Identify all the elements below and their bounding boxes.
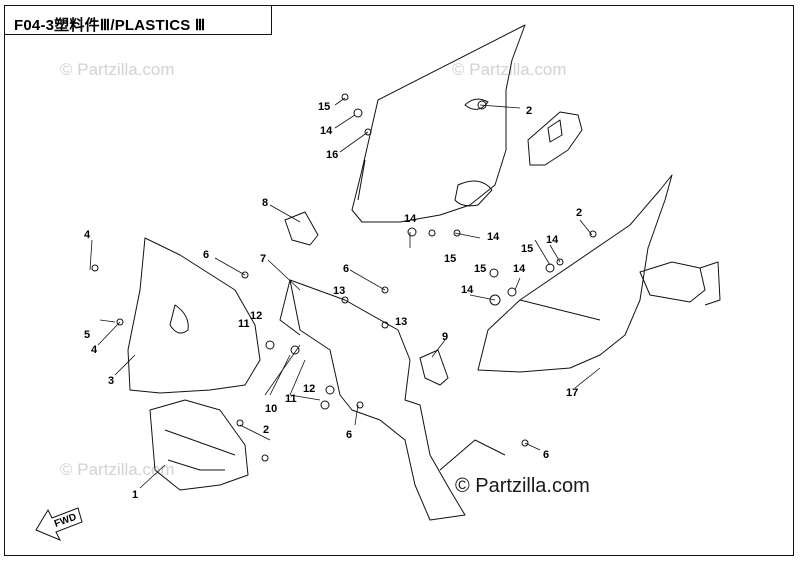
callout-17: 17 [566,387,578,399]
callout-15: 15 [474,263,486,275]
watermark-bottom-left: © Partzilla.com [60,460,175,479]
watermark-top-right: © Partzilla.com [452,60,567,79]
callout-6: 6 [203,249,209,261]
leader-lines [89,97,601,489]
callout-9: 9 [442,331,448,343]
center-column-foot [439,439,506,471]
callout-15: 15 [521,243,533,255]
panel-clip-2 [464,98,489,110]
right-bracket-arm [699,261,721,306]
callout-4: 4 [91,344,98,356]
title-box: F04-3塑料件Ⅲ/PLASTICS Ⅲ [4,5,272,35]
callout-8: 8 [262,197,268,209]
callout-4: 4 [84,229,91,241]
callout-15: 15 [444,253,456,265]
callout-1: 1 [132,489,138,501]
callout-2: 2 [526,105,532,117]
panel-upper-16-edge [357,159,366,201]
guard-lower-1 [149,399,249,491]
panel-right-17-crease [519,299,601,321]
watermark-main: © Partzilla.com [455,475,590,497]
bracket-8 [284,211,319,246]
panel-left-3 [127,237,261,394]
center-column [289,279,466,521]
callout-5: 5 [84,329,90,341]
callout-group: 15 14 16 2 8 4 6 7 6 13 13 5 4 3 11 12 1… [84,101,582,501]
bracket-9 [419,349,449,386]
fasteners [91,93,597,462]
callout-14: 14 [461,284,474,296]
callout-14: 14 [487,231,500,243]
panel-cutout [454,180,493,207]
guard-lower-1-rib2 [167,459,225,471]
right-bracket [639,261,706,303]
callout-14: 14 [513,263,526,275]
callout-6: 6 [346,429,352,441]
callout-12: 12 [303,383,315,395]
watermark-top-left: © Partzilla.com [60,60,175,79]
callout-14: 14 [404,213,417,225]
callout-13: 13 [333,285,345,297]
watermark-group: © Partzilla.com © Partzilla.com © Partzi… [60,60,567,479]
upper-bracket [527,111,583,166]
callout-7: 7 [260,253,266,265]
panel-upper-16 [351,24,526,223]
panel-right-17 [477,174,673,373]
guard-lower-1-rib [164,429,236,456]
fwd-arrow: FWD [35,507,83,541]
callout-2: 2 [263,424,269,436]
diagram-frame [4,5,794,556]
callout-13: 13 [395,316,407,328]
callout-16: 16 [326,149,338,161]
panel-left-3-recess [169,304,189,334]
callout-14: 14 [320,125,333,137]
callout-2: 2 [576,207,582,219]
callout-10: 10 [265,403,277,415]
callout-11: 11 [238,318,250,330]
callout-12: 12 [250,310,262,322]
upper-bracket-slot [547,119,563,143]
callout-3: 3 [108,375,114,387]
callout-6: 6 [543,449,549,461]
callout-14: 14 [546,234,559,246]
callout-15: 15 [318,101,330,113]
callout-6: 6 [343,263,349,275]
center-column-left-edge [279,279,301,336]
callout-11: 11 [285,393,297,405]
diagram-title: F04-3塑料件Ⅲ/PLASTICS Ⅲ [14,17,206,34]
